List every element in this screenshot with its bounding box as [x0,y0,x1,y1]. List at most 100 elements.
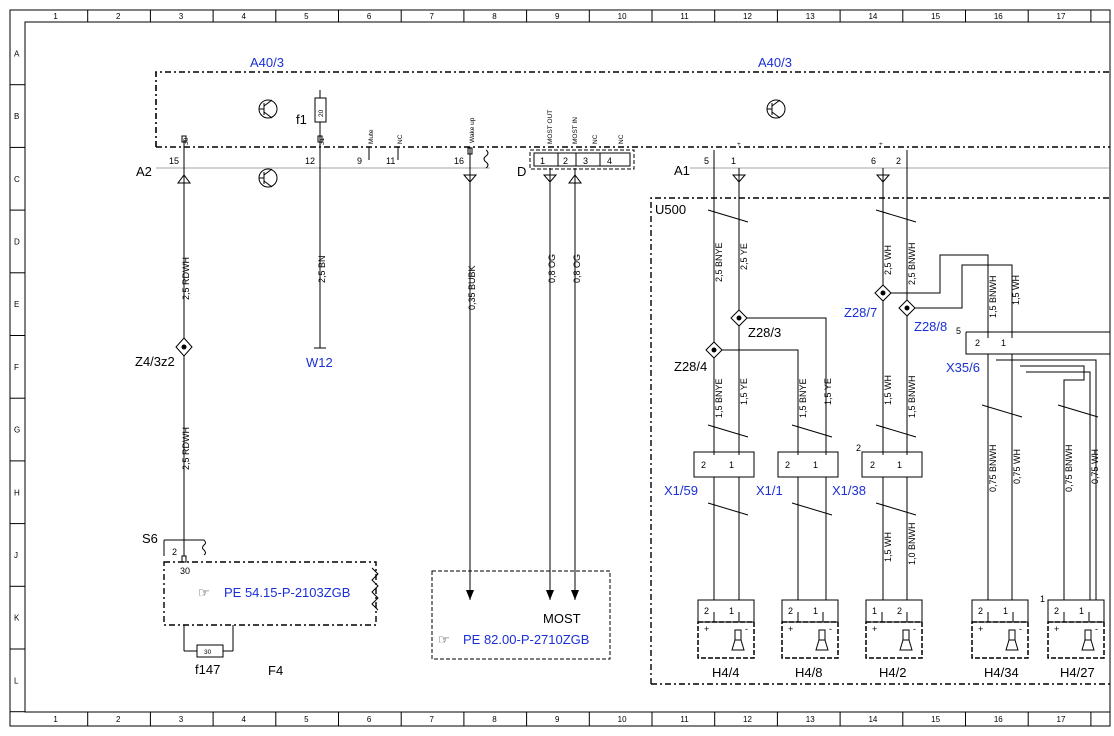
f1-rating: 20 [318,109,325,117]
grid-column-label: 10 [618,715,627,724]
u500-module-outline [650,197,1110,685]
a1-pin-2: 2 [896,156,901,166]
grid-column-label: 8 [492,715,497,724]
svg-text:1: 1 [1003,606,1008,616]
z4-label: Z4/3z2 [135,354,175,369]
d-pin-1: 1 [540,156,545,166]
a1-plus-2: + [879,141,883,148]
svg-text:+: + [788,624,793,634]
grid-column-label: 1 [53,12,58,21]
svg-text:2: 2 [897,606,902,616]
connector-arrows [177,174,891,184]
svg-text:2: 2 [788,606,793,616]
x1-59-label: X1/59 [664,483,698,498]
left-wires [183,160,576,600]
x1-1-label: X1/1 [756,483,783,498]
s6-pin: 2 [172,547,177,557]
svg-text:-: - [1019,624,1022,634]
x1-38-label: X1/38 [832,483,866,498]
f147-fuse-wiring [183,625,234,658]
svg-text:2: 2 [978,606,983,616]
a2-label: A2 [136,164,152,179]
z28-3-label: Z28/3 [748,325,781,340]
wire-label: 0,75 WH [1012,449,1022,484]
h4-27-side-pin-text: 1 [1040,594,1045,604]
svg-text:-: - [913,624,916,634]
d-pin-2: 2 [563,156,568,166]
svg-text:+: + [704,624,709,634]
splice-icon [705,341,723,359]
grid-column-label: 6 [367,715,372,724]
d-pin-4: 4 [607,156,612,166]
speaker-icon: 1 2 + - [865,599,923,659]
grid-row-label: H [14,488,20,497]
x1-38-side-pin: 2 [856,443,861,453]
svg-text:+: + [872,624,877,634]
grid-row-label: E [14,300,19,309]
x1-1-pin-1: 1 [813,460,818,470]
right-wires [707,150,1110,600]
most-out-label: MOST OUT [547,110,554,144]
grid-column-label: 6 [367,12,372,21]
nc-label: NC [397,134,404,144]
wire-label: 0,8 OG [547,254,557,283]
pin-11: 11 [386,156,395,166]
a1-pin-6: 6 [871,156,876,166]
grid-column-label: 9 [555,12,560,21]
h4-27-label: H4/27 [1060,665,1095,680]
grid-column-label: 3 [179,715,184,724]
wire-label: 0,8 OG [572,254,582,283]
grid-column-label: 11 [680,715,689,724]
splice-icon [874,284,892,302]
wire-label: 1,5 BNWH [988,275,998,318]
speaker-icon: 2 1 + - [781,599,839,659]
pointer-icon: ☞ [198,585,210,600]
wire-label: 1,5 WH [883,375,893,405]
grid-column-label: 15 [931,12,940,21]
wire-label: 1,5 BNYE [798,378,808,418]
u500-label: U500 [655,202,686,217]
d-pin-3: 3 [583,156,588,166]
x35-pin-5: 5 [956,326,961,336]
nc-label-3: NC [618,134,625,144]
speaker-icon: 2 1 + - [697,599,755,659]
svg-text:-: - [1095,624,1098,634]
pointer-icon: ☞ [438,632,450,647]
f4-label: F4 [268,663,283,678]
wire-label: 2,5 YE [739,243,749,270]
a40-label-left: A40/3 [250,55,284,70]
h4-4-label: H4/4 [712,665,739,680]
x1-59-pin-2: 2 [701,460,706,470]
d-connector [529,149,635,170]
speaker-icon: 2 1 + - [1047,599,1105,659]
pe-ref-1[interactable]: PE 54.15-P-2103ZGB [224,585,350,600]
splice-icon [175,337,193,357]
speaker-icon: 2 1 + - [971,599,1029,659]
svg-text:1: 1 [813,606,818,616]
pe-ref-2[interactable]: PE 82.00-P-2710ZGB [463,632,589,647]
nc-label-2: NC [592,134,599,144]
most-label: MOST [543,611,581,626]
wire-label: 1,5 YE [823,378,833,405]
grid-column-label: 16 [994,715,1003,724]
wire-label: 1,5 BNWH [907,375,917,418]
wakeup-label: Wake up [469,117,476,143]
grid-column-label: 13 [806,12,815,21]
d-label: D [517,164,526,179]
transistor-icon [258,168,278,188]
a40-module-outline [155,71,1110,148]
grid-row-label: K [14,614,20,623]
f147-label: f147 [195,662,220,677]
x1-1-pin-2: 2 [785,460,790,470]
pin-30-label: 30 [183,137,190,145]
z28-8-label: Z28/8 [914,319,947,334]
grid-column-label: 14 [868,12,877,21]
most-box [431,570,611,660]
grid-column-label: 3 [179,12,184,21]
h4-2-label: H4/2 [879,665,906,680]
grid-labels: 1122334455667788991010111112121313141415… [14,12,1066,724]
splice-icon [730,309,748,327]
svg-text:+: + [978,624,983,634]
grid-column-label: 14 [868,715,877,724]
